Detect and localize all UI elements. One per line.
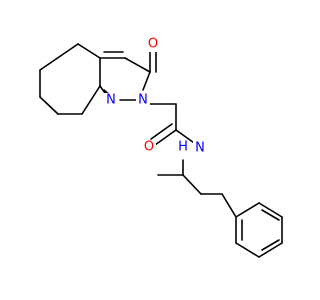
bond bbox=[235, 202, 260, 218]
bond bbox=[39, 43, 79, 71]
bond bbox=[258, 202, 283, 218]
bond bbox=[154, 129, 177, 146]
bond-lines bbox=[39, 43, 283, 258]
amide-nitrogen-label: N bbox=[195, 141, 205, 156]
bond bbox=[124, 57, 151, 73]
bond bbox=[182, 174, 202, 195]
chemical-structure-diagram: O N N O N H bbox=[39, 36, 283, 258]
bond bbox=[261, 209, 280, 221]
ring-nitrogen-1-label: N bbox=[106, 93, 116, 108]
bond bbox=[261, 239, 280, 251]
bond bbox=[142, 71, 151, 91]
ring-nitrogen-2-label: N bbox=[138, 93, 148, 108]
atom-labels: O N N O N H bbox=[104, 37, 207, 156]
bond bbox=[150, 123, 173, 140]
bond bbox=[258, 242, 283, 258]
amide-hydrogen-label: H bbox=[178, 140, 188, 155]
bond bbox=[235, 242, 260, 258]
amide-oxygen-label: O bbox=[144, 140, 154, 155]
bond bbox=[81, 85, 101, 115]
bond bbox=[221, 193, 237, 218]
carbonyl-oxygen-label: O bbox=[148, 37, 158, 52]
bond bbox=[39, 96, 59, 115]
bond bbox=[77, 43, 101, 59]
